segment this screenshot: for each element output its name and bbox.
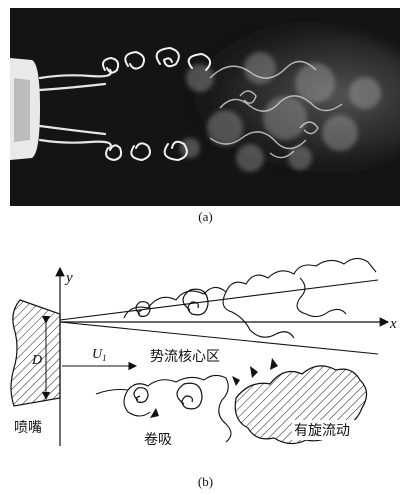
y-axis-label: y [64, 270, 73, 286]
panel-a-caption: (a) [198, 209, 213, 224]
upper-vortex-rolls [135, 288, 209, 317]
x-axis-label: x [389, 316, 397, 332]
core-boundary-lower [59, 321, 379, 355]
rotational-flow-label: 有旋流动 [294, 423, 350, 439]
core-boundary-upper [59, 279, 379, 321]
smoke-jet-photo [10, 8, 400, 206]
lower-vortex-rolls [133, 382, 203, 410]
diameter-label: D [31, 353, 42, 368]
entrainment-arrows [150, 358, 278, 418]
jet-flow-schematic: y x D U1 势流核心区 喷嘴 卷吸 有旋流动 [10, 257, 397, 448]
potential-core-label: 势流核心区 [150, 349, 220, 365]
upper-mixing-layer [123, 257, 377, 339]
nozzle-label: 喷嘴 [14, 420, 42, 436]
entrainment-label: 卷吸 [144, 432, 172, 448]
panel-b-caption: (b) [197, 474, 214, 489]
lower-mixing-layer [95, 374, 232, 443]
velocity-label: U1 [92, 347, 107, 363]
